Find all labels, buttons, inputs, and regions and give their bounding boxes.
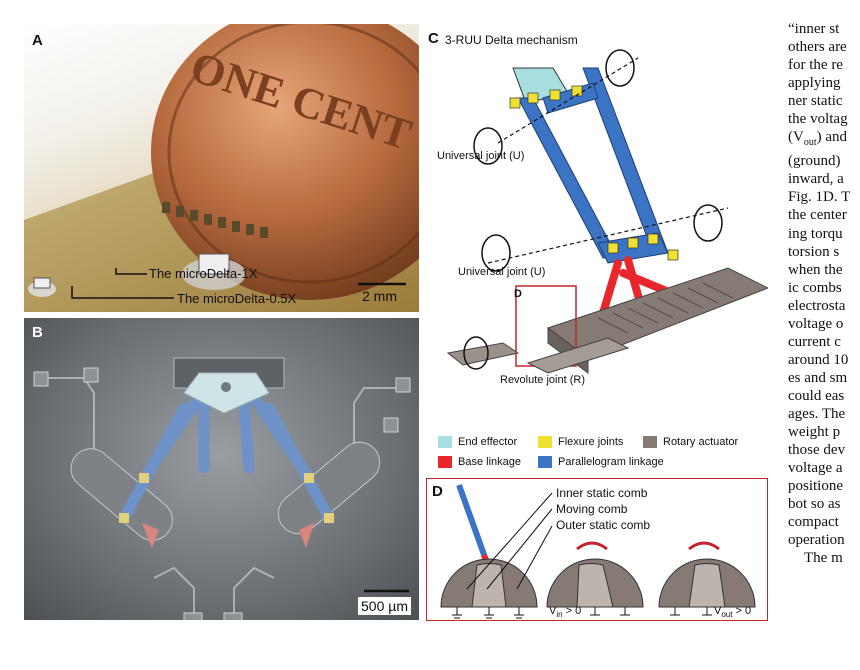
scale-label-a: 2 mm [362,288,397,304]
panel-label-b: B [32,324,43,341]
body-text-line: the voltag [788,111,848,128]
body-text-line: could eas [788,387,845,404]
sem-robot-image [33,357,411,620]
body-text-line: The m [804,550,843,567]
legend-swatch-end-effector [438,436,452,448]
legend-label-parallelogram: Parallelogram linkage [558,456,664,468]
label-revolute-joint: Revolute joint (R) [500,374,585,386]
panel-d-diagram: D Inner static comb Moving comb Outer st… [426,478,768,621]
label-vin: Vin > 0 [549,605,582,620]
legend-swatch-flexure [538,436,552,448]
label-moving-comb: Moving comb [556,502,628,516]
penny-photo: ONE CENT [24,24,419,312]
body-text-line: voltage o [788,315,844,332]
legend-swatch-parallelogram [538,456,552,468]
body-text-line: ic combs [788,279,842,296]
body-text-line: es and sm [788,369,848,386]
scale-label-b: 500 µm [358,597,411,615]
panel-a-photo: ONE CENT A The microDelta-1X The microDe… [24,24,419,312]
body-text-line: voltage a [788,460,843,477]
legend-label-flexure: Flexure joints [558,436,624,448]
body-text-line: others are [788,39,847,56]
body-text-line: inward, a [788,171,844,188]
legend-label-base-linkage: Base linkage [458,456,521,468]
body-text-line: positione [788,478,843,495]
body-text-line: ner static [788,93,843,110]
panel-label-c: C [428,30,439,47]
body-text-line: (ground) [788,153,841,170]
label-vout: Vout > 0 [714,605,752,620]
delta-mechanism-illustration [446,49,768,374]
legend-swatch-base-linkage [438,456,452,468]
legend-label-rotary: Rotary actuator [663,436,739,448]
body-text-line: electrosta [788,297,846,314]
label-universal-joint-mid: Universal joint (U) [458,266,546,278]
panel-label-d: D [432,483,443,500]
microdelta-1x-robot [182,253,246,290]
panel-c-title: 3-RUU Delta mechanism [445,33,578,47]
body-text-line: bot so as [788,496,841,513]
microdelta-05x-robot [28,277,56,297]
body-text-line: operation [788,532,845,549]
body-text-line: torsion s [788,243,840,260]
label-outer-static-comb: Outer static comb [556,518,651,532]
panel-b-sem-image: B 500 µm [24,318,419,620]
body-text-line: compact [788,514,839,531]
panel-c-diagram: C 3-RUU Delta mechanism Universal joint … [428,28,768,483]
body-text-line: the center [788,207,847,224]
label-universal-joint-top: Universal joint (U) [437,150,525,162]
body-text-line: those dev [788,442,846,459]
body-text-line: ages. The [788,405,846,422]
callout-microdelta-05x: The microDelta-0.5X [177,291,297,306]
label-inner-static-comb: Inner static comb [556,486,648,500]
body-text-line: applying [788,75,841,92]
body-text-line: when the [788,261,843,278]
body-text-line: for the re [788,57,843,74]
legend-label-end-effector: End effector [458,436,518,448]
body-text-line: current c [788,333,841,350]
body-text-line: “inner st [788,21,840,37]
panel-label-a: A [32,32,43,49]
body-text-line: ing torqu [788,225,843,242]
callout-microdelta-1x: The microDelta-1X [149,266,258,281]
body-text-line: weight p [788,424,841,441]
legend-swatch-rotary [643,436,657,448]
label-inset-d: D [514,288,522,300]
body-text-line: (Vout) and [788,129,848,149]
body-text-line: Fig. 1D. T [788,189,851,206]
comb-actuator-diagrams [440,483,756,619]
body-text-line: around 10 [788,351,849,368]
